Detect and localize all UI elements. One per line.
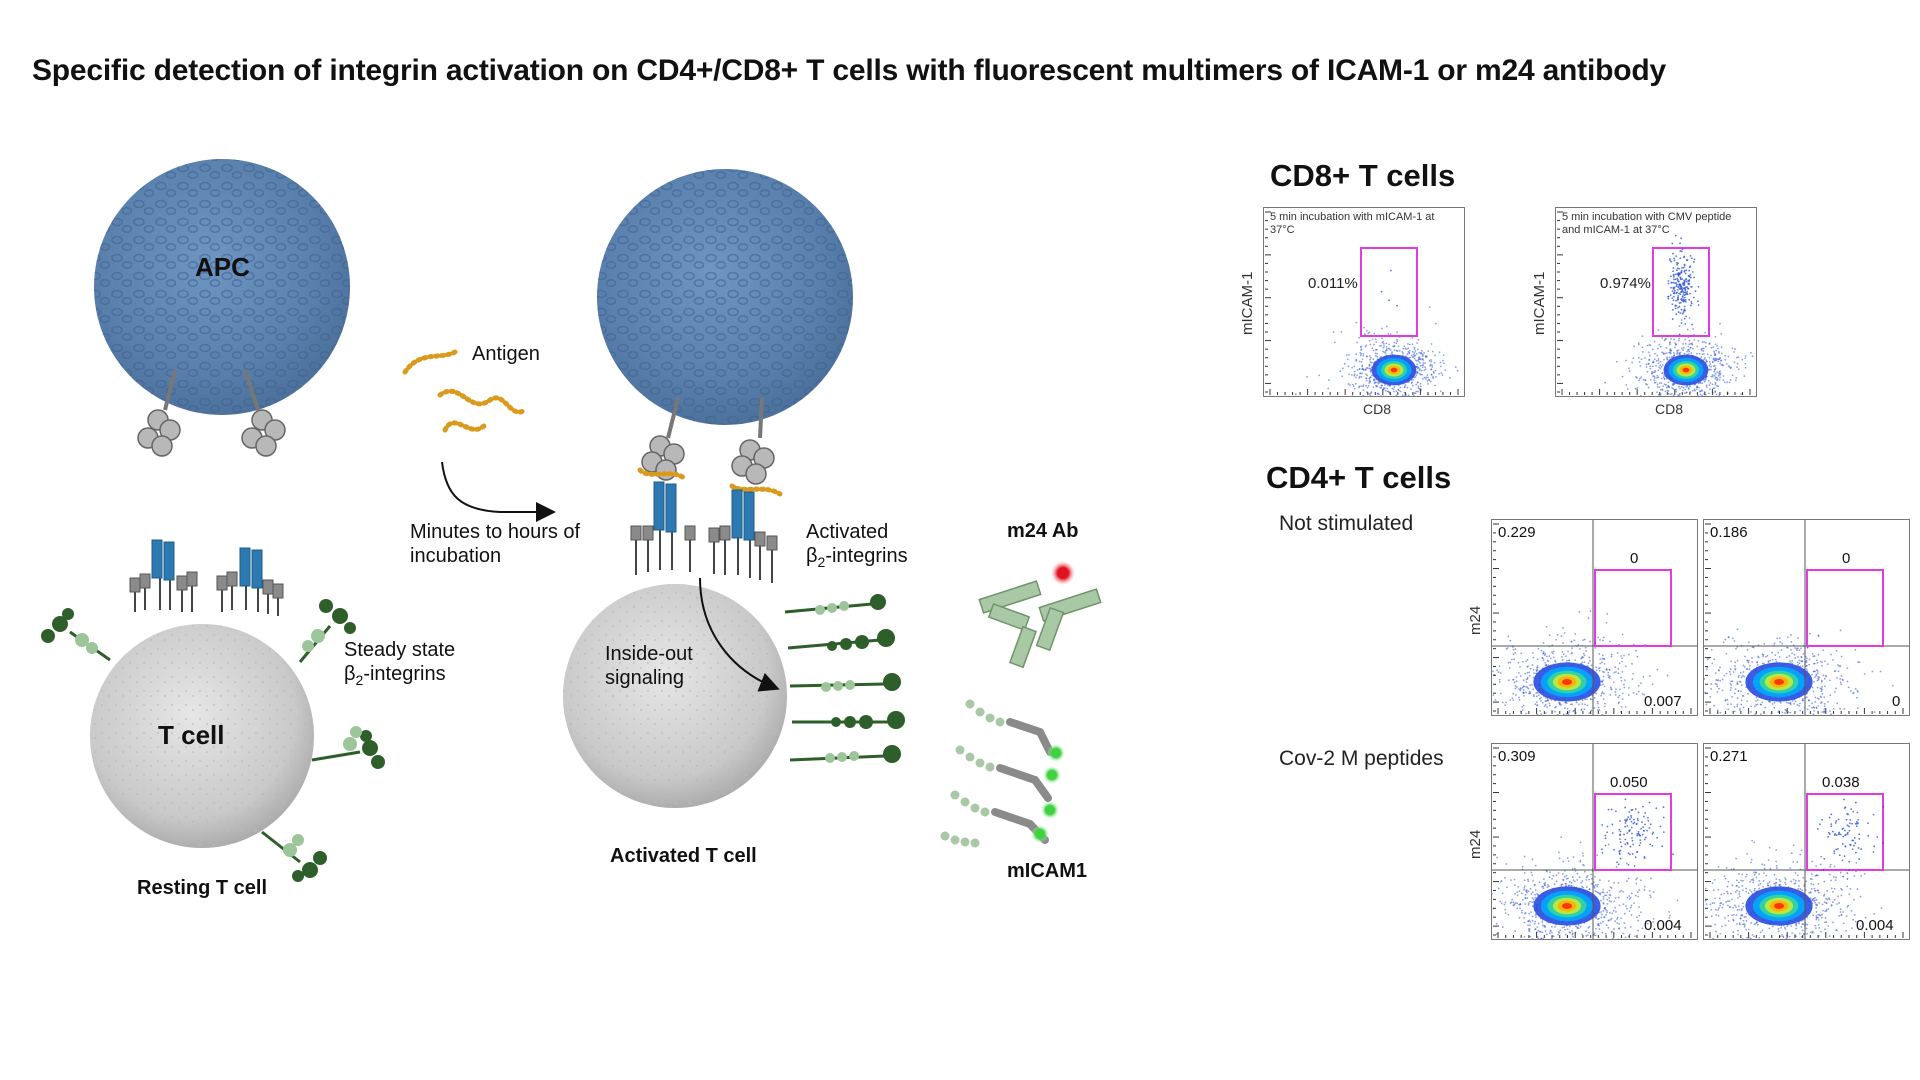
t-cell-label: T cell <box>158 720 225 750</box>
cd4-quadrant-plot: 0.309 0.050 0.004 <box>1491 743 1698 940</box>
upper-left-quadrant-value: 0.186 <box>1710 524 1748 541</box>
axis-ticks <box>1557 211 1751 395</box>
axis-ticks <box>1705 523 1904 714</box>
plot-note: 5 min incubation with mICAM-1 at 37°C <box>1270 211 1435 236</box>
m24-antibody-icon <box>978 561 1102 669</box>
upper-left-quadrant-value: 0.309 <box>1498 748 1536 765</box>
apc-cell-right <box>597 169 853 425</box>
inside-out-arrow <box>699 577 780 692</box>
incubation-arrow <box>441 461 556 522</box>
cd8-dot-plot: 5 min incubation with mICAM-1 at 37°C 0.0… <box>1263 207 1465 397</box>
lower-right-quadrant-value: 0 <box>1892 693 1901 710</box>
micam1-multimer-icon <box>940 699 1065 848</box>
gated-events <box>1667 234 1700 336</box>
gate-rectangle <box>1806 569 1884 647</box>
integrin-receptors-resting <box>129 539 284 616</box>
mhc-tcr-complex-1 <box>637 397 687 481</box>
antigen-label: Antigen <box>472 343 540 365</box>
cell-population-blob <box>1492 610 1669 715</box>
apc-label: APC <box>195 252 250 282</box>
gate-rectangle <box>1594 793 1672 871</box>
lower-right-quadrant-value: 0.004 <box>1644 917 1682 934</box>
micam1-label: mICAM1 <box>1007 860 1088 882</box>
mhc-molecule-left-1 <box>137 369 181 457</box>
gated-events <box>1601 798 1674 867</box>
axis-ticks <box>1265 211 1459 395</box>
plot-note: 5 min incubation with CMV peptide and mI… <box>1562 211 1732 236</box>
lower-right-quadrant-value: 0.007 <box>1644 693 1682 710</box>
gate-value: 0 <box>1842 550 1851 567</box>
y-axis-label: m24 <box>1467 605 1484 635</box>
axis-ticks <box>1493 747 1692 938</box>
figure-title: Specific detection of integrin activatio… <box>32 54 1666 87</box>
incubation-label: Minutes to hours of incubation <box>410 521 581 567</box>
condition-cov2-m-peptides: Cov-2 M peptides <box>1279 747 1444 770</box>
lower-right-quadrant-value: 0.004 <box>1856 917 1894 934</box>
gate-value: 0.038 <box>1822 774 1860 791</box>
cell-population-blob <box>1704 628 1894 715</box>
activated-t-cell-label: Activated T cell <box>610 845 757 867</box>
steady-state-label: Steady state β2-integrins <box>344 639 456 688</box>
gate-rectangle <box>1652 247 1710 337</box>
x-axis-label: CD8 <box>1655 401 1684 417</box>
upper-left-quadrant-value: 0.229 <box>1498 524 1536 541</box>
cell-population-blob <box>1492 836 1679 939</box>
apc-cell-left <box>94 159 350 415</box>
y-axis-label: mICAM-1 <box>1239 271 1256 335</box>
gate-rectangle <box>1594 569 1672 647</box>
axis-ticks <box>1493 523 1692 714</box>
axis-ticks <box>1705 747 1904 938</box>
gate-rectangle <box>1806 793 1884 871</box>
cd8-heading: CD8+ T cells <box>1270 158 1456 193</box>
integrin-receptors-activated <box>630 481 778 583</box>
y-axis-label: m24 <box>1467 829 1484 859</box>
cd8-dot-plot: 5 min incubation with CMV peptide and mI… <box>1555 207 1757 397</box>
gate-rectangle <box>1360 247 1418 337</box>
activated-t-cell <box>563 584 787 808</box>
m24-ab-label: m24 Ab <box>1007 520 1079 542</box>
condition-not-stimulated: Not stimulated <box>1279 512 1414 535</box>
y-axis-label: mICAM-1 <box>1531 271 1548 335</box>
mhc-tcr-complex-2 <box>729 397 783 497</box>
activated-integrins-label: Activated β2-integrins <box>806 521 908 570</box>
cell-population-blob <box>1294 306 1459 396</box>
antigen-peptides <box>402 349 528 433</box>
cell-population-blob <box>1704 839 1883 939</box>
resting-t-cell-label: Resting T cell <box>137 877 268 899</box>
gated-events <box>1815 798 1885 880</box>
steady-state-integrins <box>41 599 385 882</box>
inside-out-label: Inside-out signaling <box>605 643 693 689</box>
gated-events <box>1380 269 1398 307</box>
cd4-quadrant-plot: 0.229 0 0.007 <box>1491 519 1698 716</box>
cd4-quadrant-plot: 0.271 0.038 0.004 <box>1703 743 1910 940</box>
resting-t-cell <box>90 624 314 848</box>
gate-value: 0 <box>1630 550 1639 567</box>
gate-percent: 0.011% <box>1308 275 1358 292</box>
gate-percent: 0.974% <box>1600 275 1651 292</box>
upper-left-quadrant-value: 0.271 <box>1710 748 1748 765</box>
cd4-heading: CD4+ T cells <box>1266 460 1452 495</box>
mhc-molecule-left-2 <box>241 369 286 457</box>
x-axis-label: CD8 <box>1363 401 1392 417</box>
cd4-quadrant-plot: 0.186 0 0 <box>1703 519 1910 716</box>
cell-population-blob <box>1604 316 1754 396</box>
gate-value: 0.050 <box>1610 774 1648 791</box>
activated-integrins-extended <box>784 594 905 763</box>
